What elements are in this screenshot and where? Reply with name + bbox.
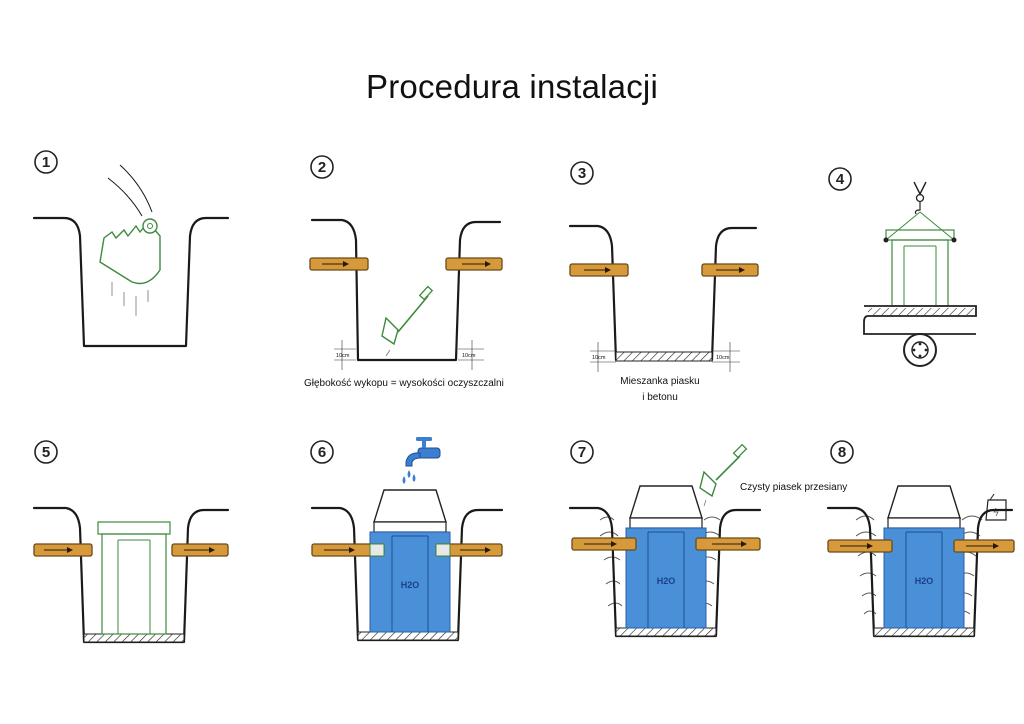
step-7: 7 Czysty piasek przesiany H2O <box>568 440 847 638</box>
water-tap-icon <box>402 437 441 484</box>
step-number: 3 <box>578 165 586 182</box>
concrete-base <box>615 627 717 637</box>
step-1: 1 <box>32 150 230 348</box>
trailer-platform <box>863 305 977 335</box>
step-number-badge: 2 <box>310 155 334 179</box>
concrete-base <box>83 633 185 643</box>
septic-tank <box>883 229 957 307</box>
outlet-pipe <box>171 543 229 557</box>
step-2: 2 10cm 10cm Głębokość wyko <box>304 155 504 389</box>
step-number-badge: 8 <box>830 440 854 464</box>
inlet-pipe <box>309 257 369 271</box>
shovel-icon <box>381 285 434 357</box>
step-number-badge: 7 <box>570 440 594 464</box>
step-number: 5 <box>42 444 50 461</box>
depth-dimension-left: 10cm <box>590 342 616 372</box>
outlet-pipe <box>435 543 503 557</box>
tank-label: H2O <box>401 580 420 590</box>
crane-hook-icon <box>885 181 955 241</box>
excavator-bucket-icon <box>99 164 161 316</box>
tank-label: H2O <box>915 576 934 586</box>
step-number-badge: 6 <box>310 440 334 464</box>
step-number: 4 <box>836 171 845 188</box>
septic-tank: H2O <box>625 485 707 629</box>
step-number: 8 <box>838 444 846 461</box>
step-number: 2 <box>318 159 326 176</box>
step-number: 7 <box>578 444 586 461</box>
trailer-wheel-icon <box>903 333 937 367</box>
sand-concrete-layer <box>615 351 713 362</box>
dimension-label: 10cm <box>336 353 350 359</box>
shovel-icon <box>699 443 748 507</box>
step-4: 4 <box>828 167 977 367</box>
sand-bag-icon <box>985 493 1007 521</box>
excavation-pit <box>568 224 758 362</box>
depth-dimension-right: 10cm <box>712 342 740 372</box>
dimension-label: 10cm <box>462 353 476 359</box>
septic-tank: H2O <box>883 485 965 629</box>
page-title: Procedura instalacji <box>366 68 658 105</box>
outlet-pipe <box>701 263 759 277</box>
depth-dimension-right: 10cm <box>458 340 484 370</box>
dimension-label: 10cm <box>716 355 730 361</box>
excavation-pit <box>310 218 502 362</box>
step-5: 5 <box>32 440 230 644</box>
septic-tank: H2O <box>369 489 451 633</box>
outlet-pipe <box>445 257 503 271</box>
step-number-badge: 4 <box>828 167 852 191</box>
concrete-base <box>357 631 459 641</box>
step-8: 8 H2O <box>826 440 1015 638</box>
inlet-pipe <box>33 543 93 557</box>
outlet-pipe <box>953 539 1015 553</box>
excavation-pit <box>32 216 230 348</box>
dimension-label: 10cm <box>592 355 606 361</box>
tank-label: H2O <box>657 576 676 586</box>
step-caption: Czysty piasek przesiany <box>740 482 847 493</box>
step-6: 6 H2O <box>310 437 504 642</box>
concrete-base <box>873 627 975 637</box>
depth-dimension-left: 10cm <box>334 340 356 370</box>
septic-tank <box>97 521 171 635</box>
step-number-badge: 5 <box>34 440 58 464</box>
inlet-pipe <box>827 539 893 553</box>
excavation-pit <box>32 506 230 644</box>
step-caption-line2: i betonu <box>642 392 678 403</box>
step-caption-line1: Mieszanka piasku <box>620 376 699 387</box>
step-caption: Głębokość wykopu = wysokości oczyszczaln… <box>304 378 504 389</box>
inlet-pipe <box>571 537 637 551</box>
step-number: 1 <box>42 154 50 171</box>
step-number-badge: 1 <box>34 150 58 174</box>
outlet-pipe <box>695 537 761 551</box>
step-number-badge: 3 <box>570 161 594 185</box>
step-number: 6 <box>318 444 326 461</box>
inlet-pipe <box>311 543 385 557</box>
step-3: 3 10cm 10cm Mieszanka piasku i betonu <box>568 161 759 403</box>
inlet-pipe <box>569 263 629 277</box>
